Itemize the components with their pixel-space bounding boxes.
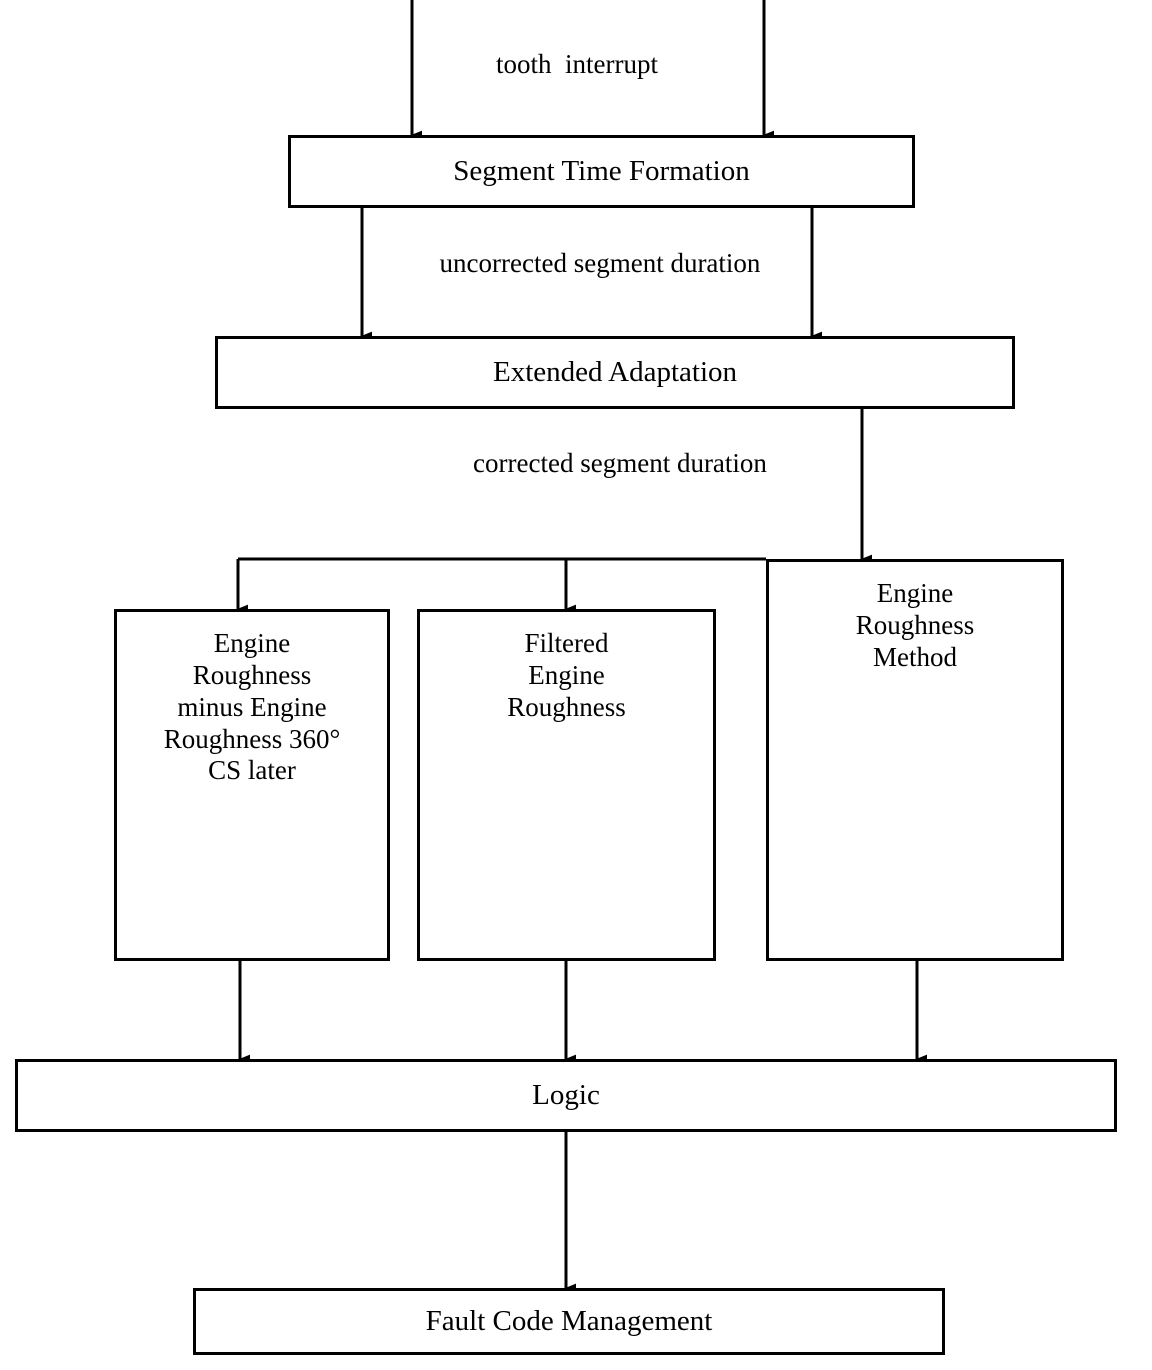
node-engine-roughness-method-label: Engine Roughness Method: [855, 578, 975, 672]
node-filtered-engine-roughness[interactable]: Filtered Engine Roughness: [417, 609, 716, 961]
node-extended-adaptation-label: Extended Adaptation: [492, 356, 738, 389]
node-extended-adaptation[interactable]: Extended Adaptation: [215, 336, 1015, 409]
node-logic[interactable]: Logic: [15, 1059, 1117, 1132]
node-engine-roughness-difference[interactable]: Engine Roughness minus Engine Roughness …: [114, 609, 390, 961]
edge-label-corrected-segment-duration: corrected segment duration: [473, 448, 767, 478]
node-engine-roughness-difference-label: Engine Roughness minus Engine Roughness …: [163, 628, 341, 786]
node-fault-code-management-label: Fault Code Management: [425, 1305, 713, 1338]
edge-label-uncorrected-segment-duration: uncorrected segment duration: [439, 248, 761, 278]
node-engine-roughness-method[interactable]: Engine Roughness Method: [766, 559, 1064, 961]
node-fault-code-management[interactable]: Fault Code Management: [193, 1288, 945, 1355]
edge-label-tooth-interrupt: tooth interrupt: [496, 49, 658, 79]
node-filtered-engine-roughness-label: Filtered Engine Roughness: [507, 628, 626, 722]
node-segment-time-formation-label: Segment Time Formation: [453, 155, 750, 188]
node-logic-label: Logic: [532, 1079, 600, 1112]
node-segment-time-formation[interactable]: Segment Time Formation: [288, 135, 915, 208]
